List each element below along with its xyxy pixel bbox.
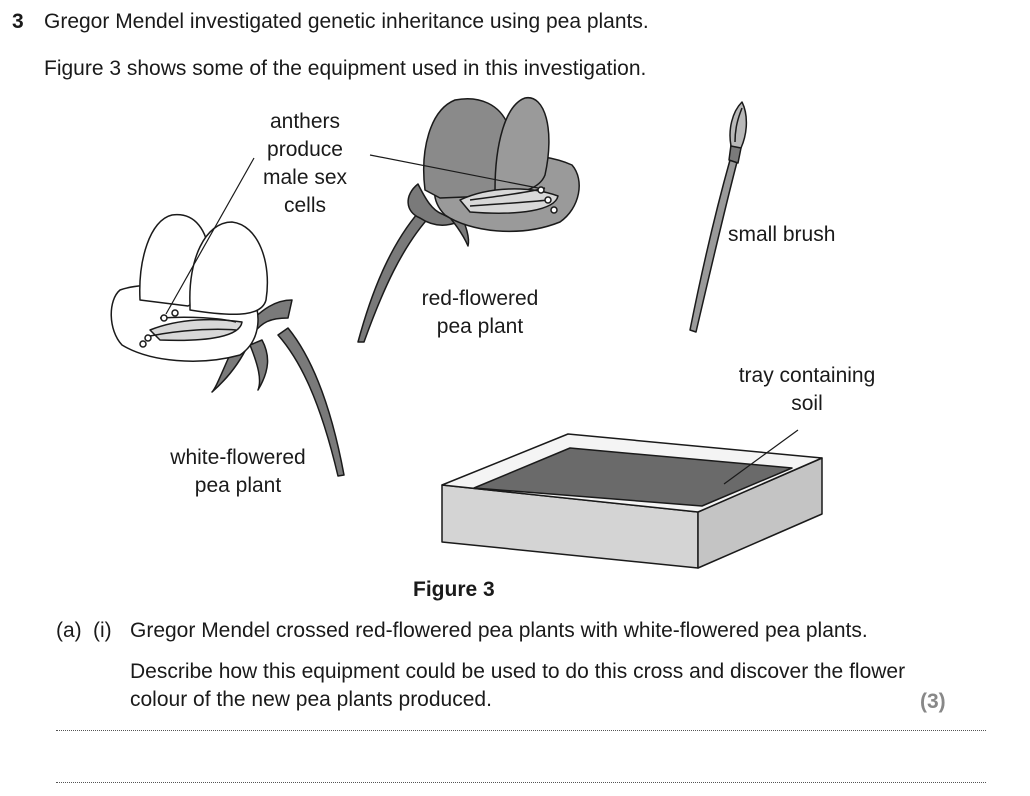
tray-soil [473,447,793,507]
question-number: 3 [12,10,24,33]
tray-label: tray containing soil [738,364,876,415]
part-a-label: (a) [56,619,82,642]
white-flowered-label: white-flowered pea plant [170,446,306,497]
tray-drawing [441,433,823,569]
red-anthers-body [459,188,559,214]
figure-intro: Figure 3 shows some of the equipment use… [44,57,647,80]
part-a-statement: Gregor Mendel crossed red-flowered pea p… [130,619,868,642]
red-flowered-pea-plant-drawing [357,97,580,343]
anthers-leader-red [369,154,539,189]
marks-badge: (3) [920,690,946,713]
white-anther-3 [144,334,152,342]
white-filament-2 [149,328,237,337]
red-anther-1 [537,186,545,194]
white-flowered-pea-plant-drawing [110,214,345,477]
figure-caption: Figure 3 [413,578,495,601]
small-brush-drawing [689,101,748,333]
white-stem [277,327,345,477]
white-sepal-left [211,344,249,393]
white-petal-front [189,221,269,316]
anthers-label: anthers produce male sex cells [262,110,348,217]
part-a-instruction-line2: colour of the new pea plants produced. [130,688,492,711]
question-intro: Gregor Mendel investigated genetic inher… [44,10,649,33]
figure-illustration [110,97,823,569]
white-filament-1 [159,316,237,323]
red-anther-3 [550,206,558,214]
answer-line-2[interactable] [56,782,986,783]
brush-label: small brush [728,223,836,246]
brush-bristle-line [734,107,743,143]
brush-bristles [729,101,748,149]
red-anther-2 [544,196,552,204]
anthers-leader-white [165,157,255,315]
red-petal-front [494,97,550,194]
red-sepal-left [407,183,459,226]
white-sepal-right [249,339,269,391]
white-anther-2 [171,309,179,317]
part-a-instruction-line1: Describe how this equipment could be use… [130,660,906,683]
answer-line-1[interactable] [56,730,986,731]
part-a-sub-label: (i) [93,619,112,642]
red-filament-2 [469,199,549,207]
white-anther-1 [160,314,168,322]
red-flowered-label: red-flowered pea plant [421,287,539,338]
tray-leader [723,429,799,485]
white-anther-4 [139,340,147,348]
